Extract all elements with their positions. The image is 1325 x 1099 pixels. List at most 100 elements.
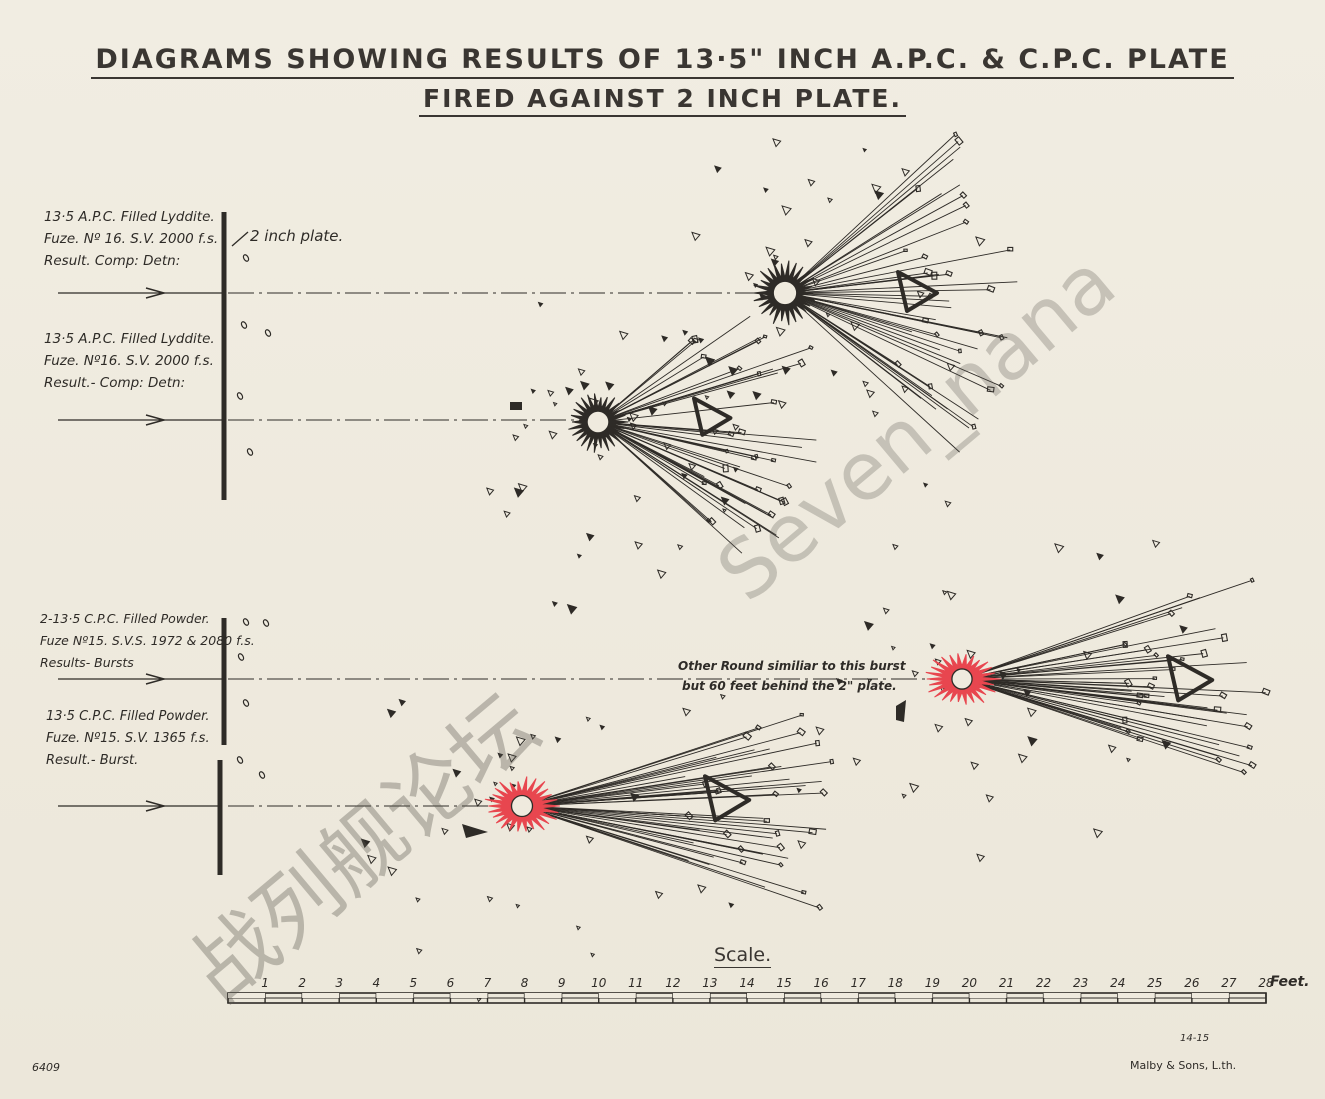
- burst-2-debris: [720, 496, 730, 506]
- burst-3-fragment: [1123, 677, 1133, 688]
- scale-tick-label: 17: [851, 976, 867, 990]
- scale-tick-label: 18: [888, 976, 904, 990]
- scale-tick-label: 25: [1147, 976, 1162, 990]
- burst-1-debris: [772, 254, 779, 261]
- burst-4-ray: [535, 809, 804, 894]
- title-line-1: DIAGRAMS SHOWING RESULTS OF 13·5" INCH A…: [0, 44, 1325, 79]
- burst-1-debris: [661, 335, 669, 343]
- burst-2-fragment: [715, 480, 724, 490]
- burst-1-ray: [798, 281, 1018, 293]
- burst-4-debris: [796, 787, 802, 794]
- burst-1-ray: [798, 289, 991, 294]
- plate-splinter: [246, 448, 254, 456]
- burst-2-debris: [681, 472, 688, 480]
- burst-4-fragment: [799, 712, 804, 717]
- burst-2-ray: [610, 336, 761, 416]
- scale-unit: Feet.: [1270, 974, 1310, 990]
- burst-2-debris: [523, 423, 529, 430]
- burst-1-debris: [830, 369, 838, 377]
- scale-tick-label: 3: [335, 976, 343, 990]
- burst-2-ray: [609, 428, 705, 485]
- burst-4-fragment: [767, 762, 777, 771]
- scale-segment: [821, 993, 859, 998]
- burst-1-fragment: [921, 253, 929, 260]
- burst-2-ray: [611, 423, 803, 448]
- burst-4-ray: [535, 807, 781, 849]
- scale-segment: [895, 993, 933, 998]
- burst-3-fragment: [1143, 693, 1150, 699]
- burst-3-debris: [1179, 625, 1188, 634]
- burst-4-debris: [473, 798, 483, 808]
- scale-tick-label: 14: [739, 976, 754, 990]
- burst-4-ray: [535, 806, 731, 820]
- plate-splinter: [258, 771, 266, 779]
- scale-segment: [450, 993, 488, 998]
- burst-1-debris: [866, 389, 876, 399]
- burst-3-fragment: [1240, 768, 1248, 776]
- scale-title: Scale.: [714, 944, 772, 968]
- scale-segment: [672, 993, 710, 998]
- scale-tick-label: 7: [484, 976, 492, 990]
- burst-4-fragment: [814, 739, 821, 747]
- burst-3-debris: [1107, 744, 1117, 754]
- burst-3-ray: [975, 679, 1132, 692]
- scale-tick-label: 22: [1036, 976, 1051, 990]
- burst-2-fragment: [762, 334, 768, 339]
- burst-1-fragment: [923, 267, 933, 277]
- burst-1-debris: [772, 138, 782, 148]
- shell-base-fragment: [896, 700, 906, 722]
- burst-2-ray: [611, 347, 811, 418]
- date-code: 14-15: [1180, 1033, 1210, 1044]
- burst-2-debris: [722, 508, 727, 514]
- burst-2-debris: [547, 389, 555, 398]
- burst-3-ray: [975, 682, 1219, 761]
- burst-4-ray: [535, 806, 827, 830]
- burst-3-ray: [975, 607, 1183, 676]
- burst-4-ray: [535, 761, 832, 805]
- burst-2-debris: [647, 406, 658, 416]
- scale-tick-label: 8: [521, 976, 529, 990]
- scale-tick-label: 28: [1258, 976, 1274, 990]
- burst-2-debris: [503, 510, 511, 518]
- burst-3-fragment: [1200, 648, 1209, 658]
- burst-2-debris: [634, 541, 644, 550]
- burst-3-fragment: [1143, 644, 1153, 654]
- burst-4-ray: [535, 793, 776, 806]
- burst-4-fragment: [829, 758, 835, 765]
- burst-2-fragment: [770, 399, 778, 405]
- burst-1-ray: [795, 141, 959, 285]
- burst-4-ray: [535, 765, 782, 805]
- burst-3-debris: [941, 589, 948, 596]
- title-line-2: FIRED AGAINST 2 INCH PLATE.: [0, 84, 1325, 117]
- burst-4-ray: [535, 778, 790, 806]
- burst-2-debris: [618, 330, 629, 341]
- burst-2-debris: [726, 390, 736, 400]
- burst-3-ray: [975, 644, 1125, 677]
- burst-3-ray: [975, 613, 1171, 676]
- scale-tick-label: 1: [261, 976, 269, 990]
- burst-3-ray: [975, 595, 1190, 675]
- burst-4-ray: [535, 809, 714, 858]
- burst-3-fragment: [1136, 735, 1144, 743]
- scale-tick-label: 19: [925, 976, 940, 990]
- burst-4-debris: [486, 895, 494, 903]
- burst-3-debris: [944, 500, 952, 508]
- burst-3-fragment: [1213, 706, 1222, 713]
- burst-2-debris: [565, 386, 574, 396]
- burst-3-ray: [975, 680, 1139, 705]
- burst-4-debris: [515, 903, 521, 909]
- burst-4-debris: [575, 925, 582, 931]
- burst-3-debris: [985, 794, 995, 803]
- burst-1-debris: [825, 312, 831, 318]
- burst-3-fragment: [1215, 756, 1223, 764]
- burst-3-ray: [975, 659, 1183, 679]
- burst-2-debris: [585, 532, 595, 542]
- burst-4-debris: [590, 952, 596, 958]
- burst-3-ray: [975, 682, 1240, 757]
- burst-1-ray: [798, 295, 1008, 339]
- burst-2-debris: [662, 401, 668, 407]
- burst-1-debris: [770, 258, 780, 267]
- burst-4-debris: [452, 768, 462, 778]
- burst-2-debris: [577, 368, 586, 377]
